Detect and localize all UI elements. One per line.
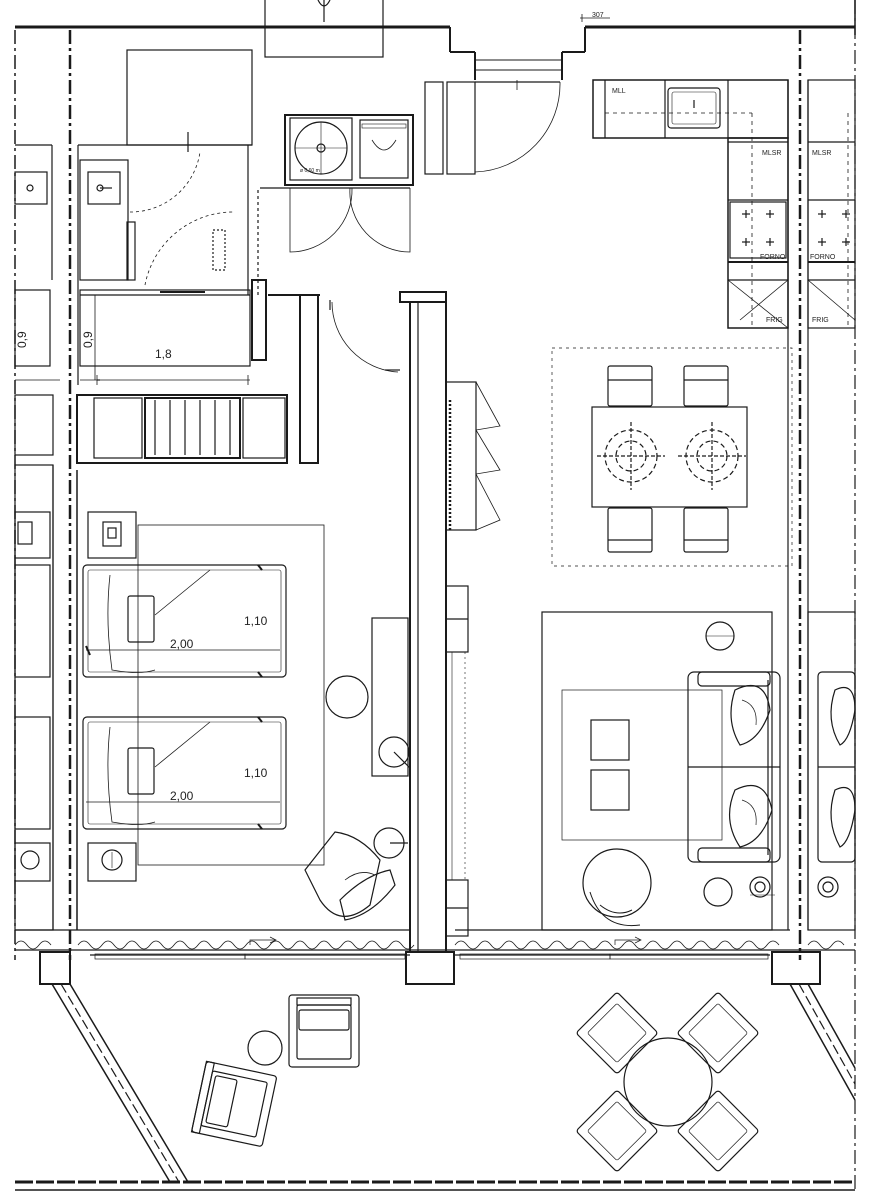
top-wall	[15, 0, 855, 80]
closet-doors[interactable]	[260, 187, 411, 253]
neighbor-fridge-label: FRIG	[812, 317, 829, 324]
neighbor-oven-label: FORNO	[810, 254, 836, 261]
neighbor-kitchen-right	[807, 79, 856, 329]
oven-label: FORNO	[760, 254, 786, 261]
facade	[14, 929, 855, 985]
axis-lines	[14, 0, 856, 1190]
bed-1-length-dimension: 2,00	[170, 637, 194, 651]
bed-2-width-dimension: 1,10	[244, 766, 268, 780]
kitchen-counter	[592, 79, 789, 329]
neighbor-bathroom-left	[14, 144, 60, 381]
sink-label: MLL	[612, 88, 626, 95]
neighbor-bath-depth-dimension: 0,9	[15, 331, 29, 348]
neighbor-bedroom-left	[14, 464, 54, 931]
dishwasher-label: MLSR	[762, 150, 781, 157]
neighbor-dishwasher-label: MLSR	[812, 150, 831, 157]
corridor-walls	[268, 291, 447, 953]
bathroom	[77, 49, 267, 385]
bed-2-length-dimension: 2,00	[170, 789, 194, 803]
living-area	[541, 611, 781, 931]
wardrobe[interactable]	[14, 394, 288, 464]
balcony	[15, 983, 856, 1191]
bed-1-width-dimension: 1,10	[244, 614, 268, 628]
shelving	[445, 381, 501, 937]
bath-depth-dimension: 0,9	[81, 331, 95, 348]
entrance-door[interactable]	[424, 80, 561, 175]
neighbor-living-right	[807, 611, 856, 931]
washer-label: ø 0,60 m	[300, 168, 320, 174]
door-ref-dimension: 307	[592, 12, 604, 19]
fridge-label: FRIG	[766, 317, 783, 324]
laundry-block	[284, 114, 414, 186]
bath-width-dimension: 1,8	[155, 347, 172, 361]
dining-area	[551, 347, 793, 567]
bedroom	[76, 470, 411, 930]
